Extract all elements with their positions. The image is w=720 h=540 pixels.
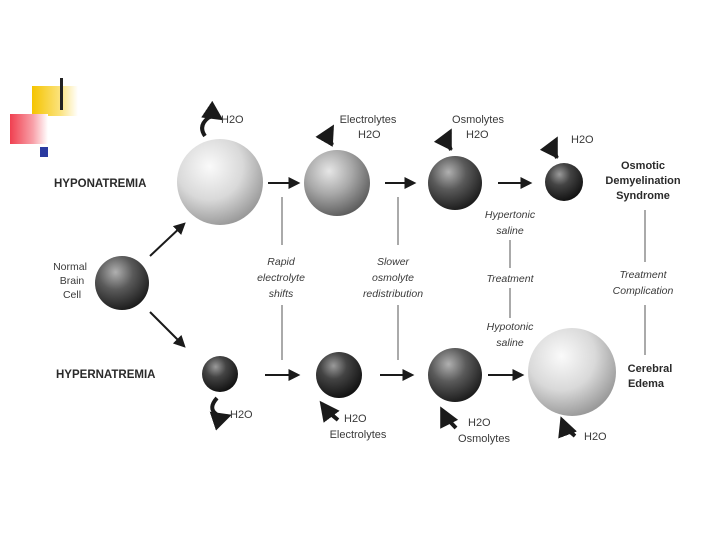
osmolytes-bottom-h2o-label: H2O bbox=[468, 417, 491, 429]
edema-label: Edema bbox=[628, 378, 665, 390]
normal-label: Normal bbox=[53, 261, 87, 273]
electrolytes-bottom-h2o-label: H2O bbox=[344, 413, 367, 425]
rapid-shifts-label: shifts bbox=[269, 288, 294, 300]
hypo-swollen-cell-sphere bbox=[177, 139, 263, 225]
osmolytes-top-h2o-label: H2O bbox=[466, 129, 489, 141]
hypertonic-label: Hypertonic bbox=[485, 209, 536, 221]
brain-label: Brain bbox=[60, 275, 85, 287]
hypo-h2o-label: H2O bbox=[221, 114, 244, 126]
hyper-h2o-label: H2O bbox=[230, 409, 253, 421]
curved-arrow-in-electrolytes bbox=[322, 404, 338, 420]
curved-arrow-in-edema-h2o bbox=[562, 420, 575, 436]
curved-arrow-in-hypo-h2o bbox=[202, 116, 220, 136]
treatment-complication-label-1: Treatment bbox=[619, 269, 667, 281]
ods-osmotic-label: Osmotic bbox=[621, 160, 665, 172]
rapid-label: Rapid bbox=[267, 256, 296, 268]
curved-arrow-in-osmolytes bbox=[442, 410, 456, 428]
hypertonic-saline-label: saline bbox=[496, 225, 524, 237]
hyper-adapted-cell-sphere-1 bbox=[316, 352, 362, 398]
electrolytes-top-h2o-label: H2O bbox=[358, 129, 381, 141]
hypernatremia-label: HYPERNATREMIA bbox=[56, 369, 155, 381]
ods-h2o-label: H2O bbox=[571, 134, 594, 146]
treatment-complication-label-2: Complication bbox=[613, 285, 674, 297]
ods-demyelination-label: Demyelination bbox=[605, 175, 680, 187]
rapid-electrolyte-label: electrolyte bbox=[257, 272, 305, 284]
ods-shrunken-cell-sphere bbox=[545, 163, 583, 201]
hypo-adapted-cell-sphere-1 bbox=[304, 150, 370, 216]
slower-redistribution-label: redistribution bbox=[363, 288, 423, 300]
arrow-normal-to-hyper bbox=[150, 312, 184, 346]
electrolytes-bottom-label: Electrolytes bbox=[330, 429, 387, 441]
curved-arrow-out-electrolytes bbox=[330, 128, 332, 145]
hypotonic-saline-label: saline bbox=[496, 337, 524, 349]
slower-label: Slower bbox=[377, 256, 410, 268]
curved-arrow-out-ods-h2o bbox=[554, 140, 557, 158]
hypotonic-label: Hypotonic bbox=[487, 321, 534, 333]
arrow-normal-to-hypo bbox=[150, 224, 184, 256]
hyper-adapted-cell-sphere-2 bbox=[428, 348, 482, 402]
osmolytes-top-label: Osmolytes bbox=[452, 114, 504, 126]
electrolytes-top-label: Electrolytes bbox=[340, 114, 397, 126]
normal-brain-cell-sphere bbox=[95, 256, 149, 310]
treatment-label: Treatment bbox=[486, 273, 534, 285]
cell-label: Cell bbox=[63, 289, 81, 301]
hypo-adapted-cell-sphere-2 bbox=[428, 156, 482, 210]
cerebral-edema-cell-sphere bbox=[528, 328, 616, 416]
curved-arrow-out-osmolytes bbox=[448, 132, 451, 150]
ods-syndrome-label: Syndrome bbox=[616, 190, 670, 202]
hyper-shrunken-cell-sphere bbox=[202, 356, 238, 392]
cerebral-label: Cerebral bbox=[628, 363, 673, 375]
slower-osmolyte-label: osmolyte bbox=[372, 272, 414, 284]
edema-h2o-label: H2O bbox=[584, 431, 607, 443]
osmolytes-bottom-label: Osmolytes bbox=[458, 433, 510, 445]
hyponatremia-label: HYPONATREMIA bbox=[54, 178, 146, 190]
curved-arrow-out-hyper-h2o bbox=[212, 398, 228, 417]
